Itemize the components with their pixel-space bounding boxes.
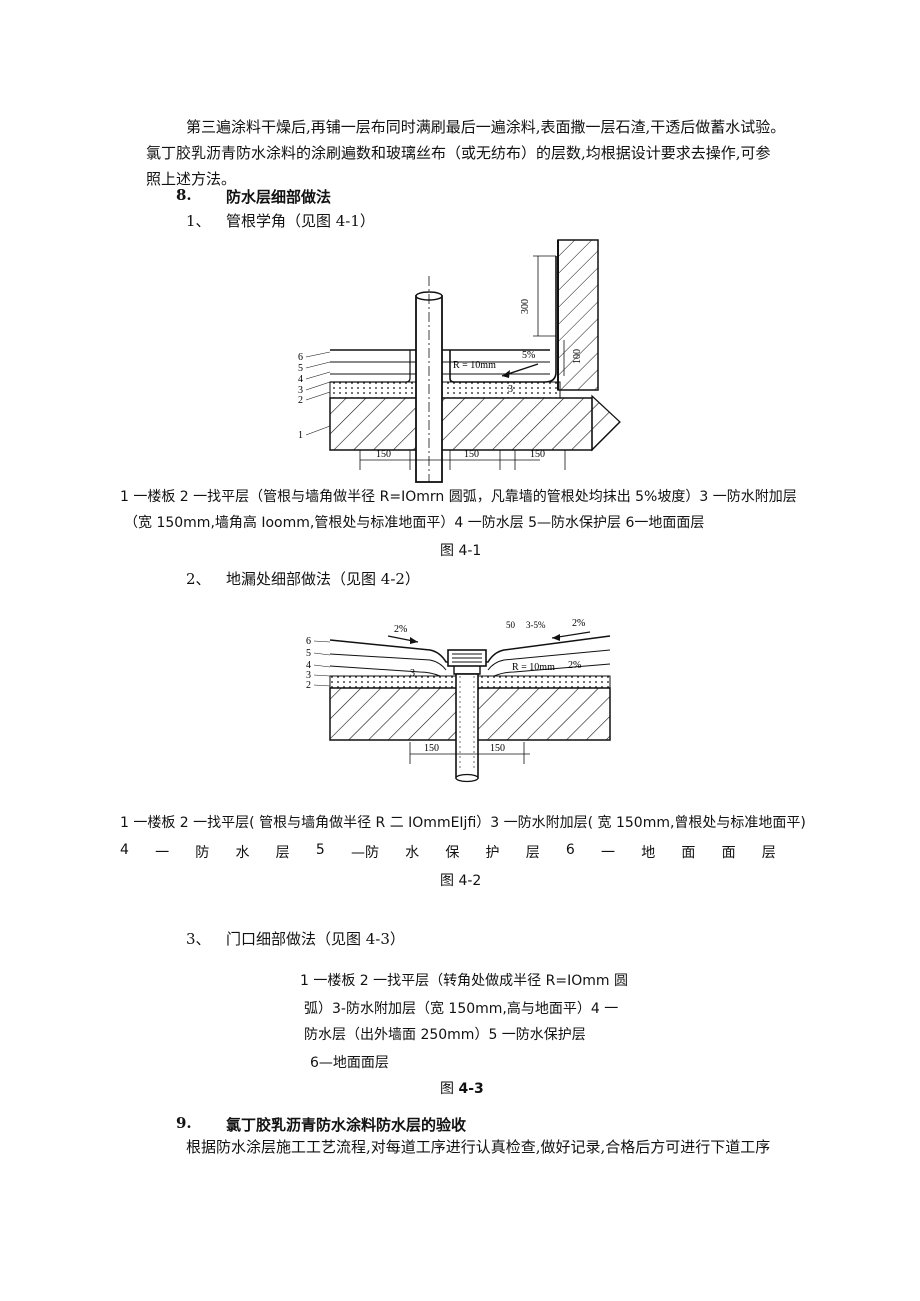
caption-token: 6 xyxy=(565,842,575,858)
pipe-root-detail-diagram: 300 100 R = 10mm 5% 3 6 5 4 3 2 1 150 15… xyxy=(298,239,621,483)
layer-6-label: 6 xyxy=(306,636,311,647)
item-title: 门口细部做法（见图 4-3） xyxy=(226,930,405,948)
section-number: 8. xyxy=(176,186,192,204)
layer-3-label: 3 xyxy=(410,668,415,679)
layer-2-label: 2 xyxy=(306,680,311,691)
caption-token: 护 xyxy=(485,845,500,861)
caption-token: 层 xyxy=(525,845,540,861)
layer-2-label: 2 xyxy=(298,395,303,406)
figure-caption-line: 1 一楼板 2 一找平层（管根与墙角做半径 R=IOmrn 圆弧，凡靠墙的管根处… xyxy=(120,489,797,505)
caption-token: 4 xyxy=(120,842,129,858)
layer-4-label: 4 xyxy=(306,660,311,671)
radius-label: R = 10mm xyxy=(453,360,496,371)
layer-3-label: 3 xyxy=(508,384,513,395)
layer-4-label: 4 xyxy=(298,374,303,385)
dim-150-label: 150 xyxy=(464,449,479,460)
figure-title-number: 4-3 xyxy=(458,1081,484,1097)
dim-50-label: 50 xyxy=(506,620,516,630)
dim-150-label: 150 xyxy=(376,449,391,460)
caption-token: 层 xyxy=(761,845,776,861)
dim-300-label: 300 xyxy=(520,299,531,314)
caption-token: 层 xyxy=(275,845,290,861)
figure-caption-line: （宽 150mm,墙角高 Ioomm,管根处与标准地面平）4 一防水层 5—防水… xyxy=(124,515,705,531)
radius-label: R = 10mm xyxy=(512,662,555,673)
section-title: 防水层细部做法 xyxy=(226,188,332,206)
figure-title: 图 4-1 xyxy=(440,543,482,559)
layer-5-label: 5 xyxy=(306,648,311,659)
figure-title-prefix: 图 xyxy=(440,1081,454,1097)
caption-token: 防 xyxy=(195,845,210,861)
figure-caption-line-spread: 4 一 防 水 层 5 —防 水 保 护 层 6 一 地 面 面 层 xyxy=(120,842,776,862)
caption-token: 面 xyxy=(681,845,696,861)
slope-label: 2% xyxy=(572,618,585,629)
caption-token: 地 xyxy=(641,845,656,861)
item-title: 地漏处细部做法（见图 4-2） xyxy=(226,570,420,588)
caption-token: 水 xyxy=(235,845,250,861)
figure-caption-line: 弧）3-防水附加层（宽 150mm,高与地面平）4 一 xyxy=(304,1001,619,1017)
figure-caption-line: 防水层（出外墙面 250mm）5 一防水保护层 xyxy=(304,1027,586,1043)
caption-token: —防 xyxy=(350,845,379,861)
figure-caption-line: 6—地面面层 xyxy=(310,1055,389,1071)
caption-token: 面 xyxy=(721,845,736,861)
slope-label: 5% xyxy=(522,350,535,361)
item-number: 3、 xyxy=(186,930,211,948)
figure-title: 图 4-2 xyxy=(440,873,482,889)
paragraph-line: 氯丁胶乳沥青防水涂料的涂刷遍数和玻璃丝布（或无纺布）的层数,均根据设计要求去操作… xyxy=(146,144,771,162)
caption-token: 一 xyxy=(155,845,170,861)
paragraph-line: 第三遍涂料干燥后,再铺一层布同时满刷最后一遍涂料,表面撒一层石渣,干透后做蓄水试… xyxy=(186,118,786,136)
caption-token: 保 xyxy=(445,845,460,861)
section-title: 氯丁胶乳沥青防水涂料防水层的验收 xyxy=(226,1116,467,1134)
slope-label: 3-5% xyxy=(526,620,546,630)
figure-title: 图 4-3 xyxy=(440,1078,484,1098)
layer-6-label: 6 xyxy=(298,352,303,363)
floor-drain-detail-diagram: 2% 50 3-5% 2% R = 10mm 2% 3 6 5 4 3 2 15… xyxy=(306,618,611,783)
layer-3-label: 3 xyxy=(306,670,311,681)
caption-token: 一 xyxy=(601,845,616,861)
paragraph-line: 根据防水涂层施工工艺流程,对每道工序进行认真检查,做好记录,合格后方可进行下道工… xyxy=(186,1138,771,1156)
figure-caption-line: 1 一楼板 2 一找平层（转角处做成半径 R=IOmm 圆 xyxy=(300,973,628,989)
item-title: 管根学角（见图 4-1） xyxy=(226,212,375,230)
layer-3-label: 3 xyxy=(298,385,303,396)
dim-150-label: 150 xyxy=(424,743,439,754)
dim-150-label: 150 xyxy=(530,449,545,460)
layer-1-label: 1 xyxy=(298,430,303,441)
slope-label: 2% xyxy=(568,660,581,671)
caption-token: 5 xyxy=(315,842,325,858)
paragraph-line: 照上述方法。 xyxy=(146,170,237,188)
section-number: 9. xyxy=(176,1114,192,1132)
dim-150-label: 150 xyxy=(490,743,505,754)
item-number: 2、 xyxy=(186,570,211,588)
caption-token: 水 xyxy=(405,845,420,861)
item-number: 1、 xyxy=(186,212,211,230)
layer-5-label: 5 xyxy=(298,363,303,374)
figure-caption-line: 1 一楼板 2 一找平层( 管根与墙角做半径 R 二 IOmmEIjfi）3 一… xyxy=(120,815,806,831)
slope-label: 2% xyxy=(394,624,407,635)
dim-100-label: 100 xyxy=(572,349,583,364)
